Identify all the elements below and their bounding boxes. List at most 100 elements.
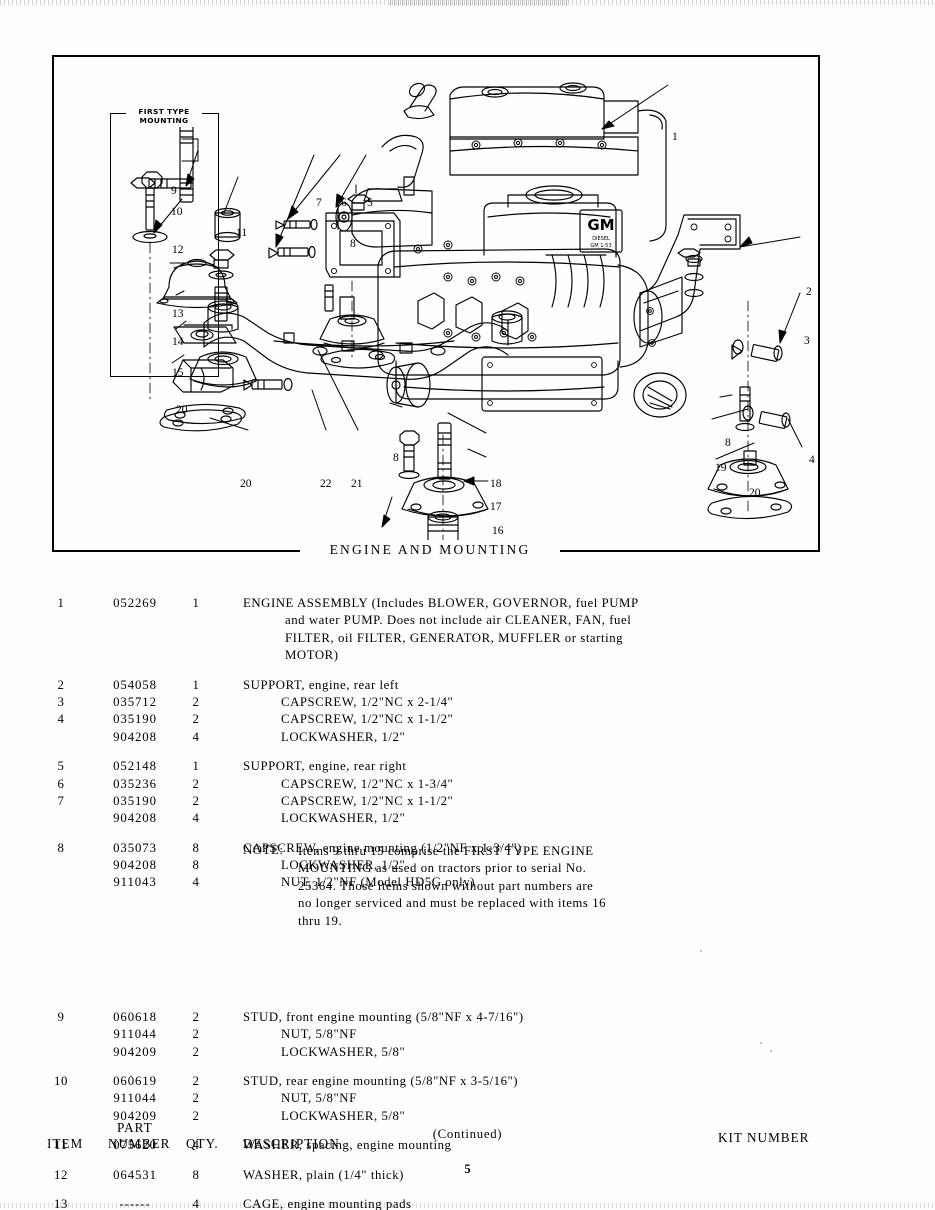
table-row: 911043 4 NUT, 1/2"NF (Model HD5G only) bbox=[0, 875, 935, 892]
callout-17: 17 bbox=[490, 501, 502, 513]
cell-qty: 4 bbox=[192, 875, 200, 890]
cell-part-number: 054058 bbox=[113, 677, 157, 692]
cell-item: 8 bbox=[57, 840, 65, 855]
cell-description: CAPSCREW, engine mounting (1/2"NF x 1-3/… bbox=[243, 840, 522, 855]
exploded-assembly-drawing: GM DIESEL GM 1-53 bbox=[52, 55, 820, 552]
cell-qty: 1 bbox=[192, 759, 200, 774]
cell-description: SUPPORT, engine, rear left bbox=[243, 677, 399, 692]
callout-21: 21 bbox=[351, 478, 363, 490]
cell-description: FILTER, oil FILTER, GENERATOR, MUFFLER o… bbox=[285, 630, 624, 645]
callout-9: 9 bbox=[171, 185, 177, 197]
cell-description: CAPSCREW, 1/2"NC x 1-1/2" bbox=[281, 712, 454, 727]
cell-item: 10 bbox=[54, 1074, 68, 1089]
cell-item: 7 bbox=[57, 793, 65, 808]
figure-caption: ENGINE AND MOUNTING bbox=[329, 542, 531, 557]
cell-qty: 8 bbox=[192, 840, 200, 855]
callout-8: 8 bbox=[393, 452, 399, 464]
callout-6: 6 bbox=[341, 197, 347, 209]
cell-item: 13 bbox=[54, 1196, 68, 1210]
callout-18: 18 bbox=[490, 478, 502, 490]
table-row: FILTER, oil FILTER, GENERATOR, MUFFLER o… bbox=[0, 631, 935, 648]
header-part-word: PART bbox=[117, 1120, 153, 1135]
cell-part-number: 035236 bbox=[113, 776, 157, 791]
note-line: 25364. Those items shown without part nu… bbox=[298, 878, 594, 893]
callout-1: 1 bbox=[672, 131, 678, 143]
header-description: DESCRIPTION bbox=[243, 1136, 340, 1151]
cell-part-number: 035190 bbox=[113, 712, 157, 727]
callout-10: 10 bbox=[171, 206, 183, 218]
cell-part-number: 035073 bbox=[113, 840, 157, 855]
callout-22: 22 bbox=[320, 478, 332, 490]
cell-qty: 1 bbox=[192, 596, 200, 610]
cell-qty: 4 bbox=[192, 811, 200, 826]
note-label: NOTE: bbox=[243, 843, 284, 857]
cell-description: STUD, front engine mounting (5/8"NF x 4-… bbox=[243, 1009, 524, 1024]
cell-part-number: 904208 bbox=[113, 858, 157, 873]
cell-description: ENGINE ASSEMBLY (Includes BLOWER, GOVERN… bbox=[243, 596, 639, 610]
cell-qty: 2 bbox=[192, 1027, 200, 1042]
cell-qty: 2 bbox=[192, 712, 200, 727]
cell-part-number: 052148 bbox=[113, 759, 157, 774]
svg-text:GM 1-53: GM 1-53 bbox=[590, 243, 611, 249]
callout-7: 7 bbox=[316, 197, 322, 209]
cell-description: SUPPORT, engine, rear right bbox=[243, 759, 407, 774]
row-spacer bbox=[0, 1185, 935, 1197]
cell-qty: 2 bbox=[192, 1044, 200, 1059]
cell-description: NUT, 1/2"NF (Model HD5G only) bbox=[281, 875, 476, 890]
cell-description: LOCKWASHER, 1/2" bbox=[281, 811, 406, 826]
cell-item: 12 bbox=[54, 1167, 68, 1182]
note-line: MOUNTING as used on tractors prior to se… bbox=[298, 861, 587, 876]
header-item: ITEM bbox=[47, 1136, 84, 1151]
callout-8: 8 bbox=[350, 238, 356, 250]
cell-part-number: 904209 bbox=[113, 1044, 157, 1059]
callout-3: 3 bbox=[804, 335, 810, 347]
cell-qty: 8 bbox=[192, 1167, 200, 1182]
cell-description: CAPSCREW, 1/2"NC x 1-1/2" bbox=[281, 793, 454, 808]
inset-title: FIRST TYPE MOUNTING bbox=[124, 107, 204, 126]
callout-15: 15 bbox=[172, 367, 184, 379]
callout-12: 12 bbox=[172, 244, 184, 256]
inset-title-line-1: FIRST TYPE bbox=[138, 107, 190, 116]
cell-qty: 2 bbox=[192, 1091, 200, 1106]
cell-part-number: 904209 bbox=[113, 1108, 157, 1123]
cell-description: CAPSCREW, 1/2"NC x 2-1/4" bbox=[281, 694, 454, 709]
cell-qty: 8 bbox=[192, 858, 200, 873]
cell-part-number: 911043 bbox=[113, 875, 157, 890]
scan-artifact-top-dark bbox=[390, 0, 570, 6]
table-row: and water PUMP. Does not include air CLE… bbox=[0, 613, 935, 630]
inset-detail-box bbox=[110, 113, 219, 377]
cell-description: WASHER, plain (1/4" thick) bbox=[243, 1167, 404, 1182]
note-line: Items 9 thru 15 comprise the FIRST TYPE … bbox=[298, 844, 594, 858]
cell-part-number: 904208 bbox=[113, 811, 157, 826]
cell-item: 9 bbox=[57, 1009, 65, 1024]
svg-text:DIESEL: DIESEL bbox=[592, 236, 610, 242]
callout-5: 5 bbox=[367, 197, 373, 209]
callout-20: 20 bbox=[176, 404, 188, 416]
cell-part-number: 904208 bbox=[113, 729, 157, 744]
callout-20: 20 bbox=[240, 478, 252, 490]
cell-part-number: 052269 bbox=[113, 596, 157, 610]
row-spacer bbox=[0, 829, 935, 841]
callout-4: 4 bbox=[809, 454, 815, 466]
cell-item: 2 bbox=[57, 677, 65, 692]
cell-part-number: 075620 bbox=[113, 1138, 157, 1153]
svg-text:GM: GM bbox=[587, 216, 614, 234]
cell-qty: 4 bbox=[192, 1138, 200, 1153]
parts-table-body: 1 052269 1 ENGINE ASSEMBLY (Includes BLOWER… bbox=[0, 596, 935, 1210]
cell-description: and water PUMP. Does not include air CLE… bbox=[285, 613, 632, 628]
callout-16: 16 bbox=[492, 525, 504, 537]
cell-description: MOTOR) bbox=[285, 648, 339, 663]
cell-qty: 2 bbox=[192, 793, 200, 808]
callout-13: 13 bbox=[172, 308, 184, 320]
cell-description: LOCKWASHER, 1/2" bbox=[281, 858, 406, 873]
header-kit-number: KIT NUMBER bbox=[718, 1130, 810, 1145]
